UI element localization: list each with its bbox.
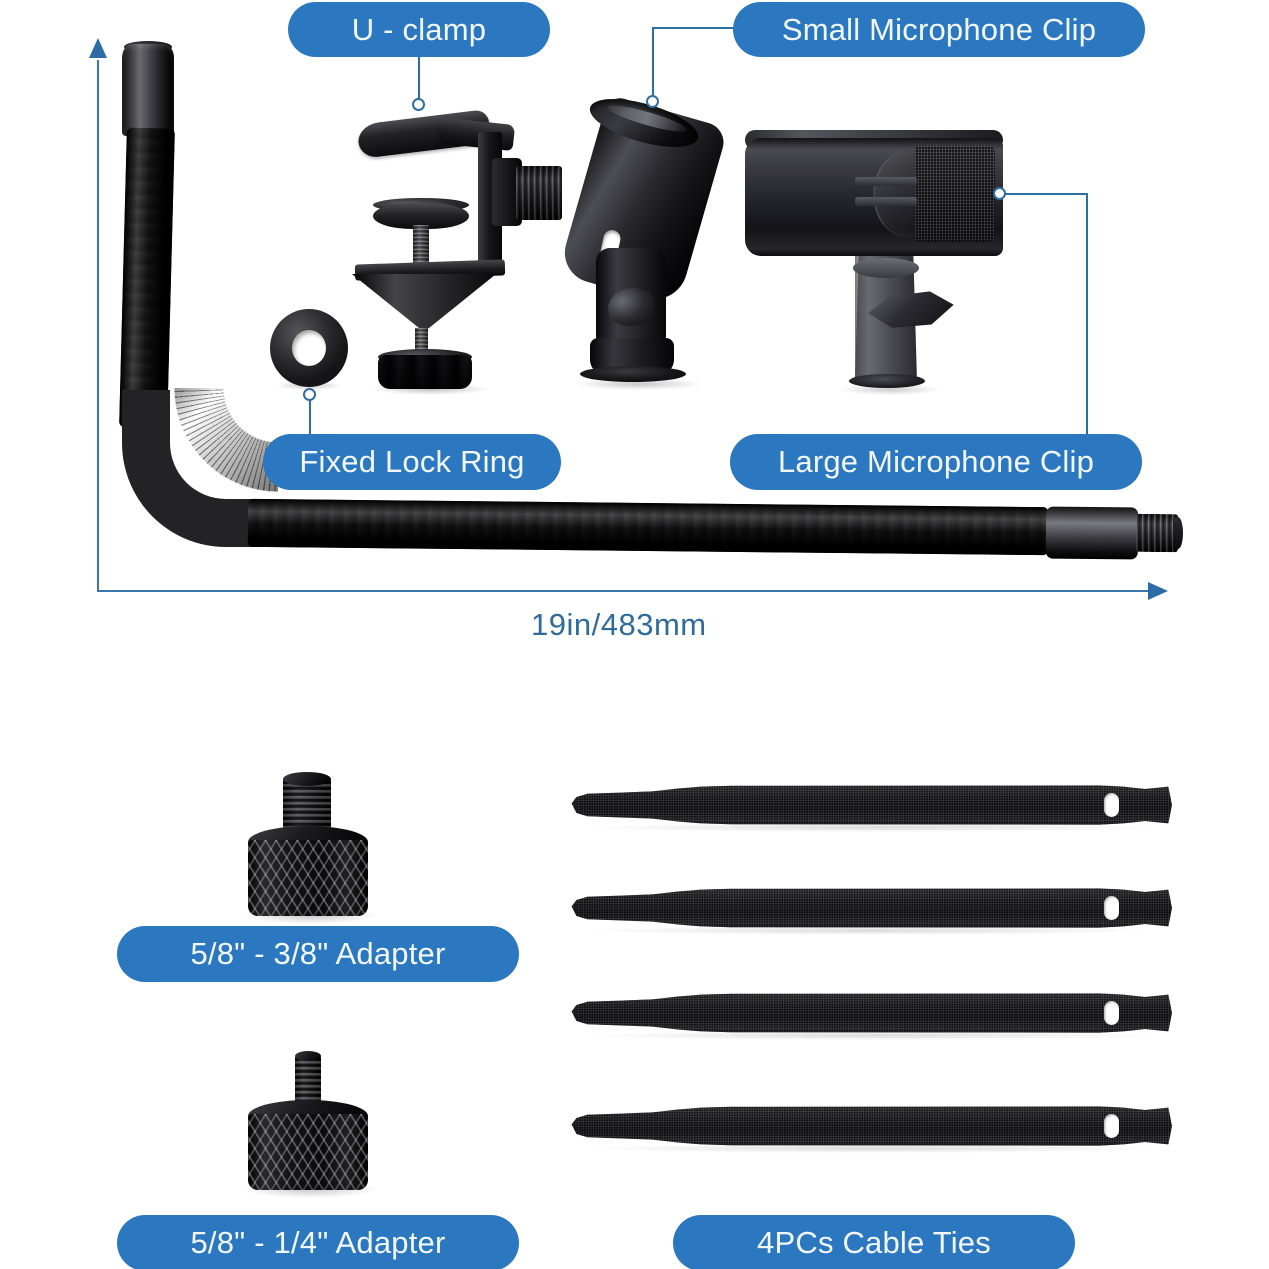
arm-length-dimension: 19in/483mm xyxy=(531,607,707,642)
cable-tie-item xyxy=(568,1106,1172,1153)
cable-tie-slot xyxy=(1104,1001,1119,1025)
gooseneck-vertical-shading xyxy=(119,127,175,429)
large-clip-foot xyxy=(849,374,925,388)
cable-tie-strap xyxy=(571,1106,1172,1146)
u-clamp-pad xyxy=(373,203,469,229)
label-cable-ties-text: 4PCs Cable Ties xyxy=(757,1225,991,1260)
measure-arrow-up-icon xyxy=(89,38,107,58)
cable-tie-strap xyxy=(571,888,1172,928)
vertical-measure-line xyxy=(97,60,99,592)
connector-dot-small-clip xyxy=(646,95,659,108)
u-clamp-upper-screw xyxy=(413,225,429,271)
connector-large-clip-vertical xyxy=(1086,193,1088,436)
connector-small-clip-vertical xyxy=(652,27,654,99)
cable-tie-slot xyxy=(1104,896,1119,920)
label-fixed-lock-ring-text: Fixed Lock Ring xyxy=(299,444,525,479)
label-adapter-14-text: 5/8" - 1/4" Adapter xyxy=(190,1225,446,1260)
label-fixed-lock-ring[interactable]: Fixed Lock Ring xyxy=(263,434,561,490)
u-clamp-knurled-knob xyxy=(378,355,472,389)
cable-tie-shadow xyxy=(586,1144,1154,1153)
label-u-clamp-text: U - clamp xyxy=(351,11,487,47)
large-clip-ridge-2 xyxy=(855,197,917,206)
cable-tie-item xyxy=(568,993,1172,1040)
cable-tie-shadow xyxy=(586,1031,1154,1040)
gooseneck-end-collar xyxy=(1045,506,1139,560)
cable-tie-slot xyxy=(1104,1114,1119,1138)
adapter-38-shadow xyxy=(244,906,376,924)
label-adapter-38-text: 5/8" - 3/8" Adapter xyxy=(190,936,446,971)
gooseneck-threaded-tip xyxy=(1135,513,1179,553)
label-adapter-5-8-to-1-4[interactable]: 5/8" - 1/4" Adapter xyxy=(117,1215,519,1269)
u-clamp-socket-thread xyxy=(516,166,562,220)
label-small-microphone-clip-text: Small Microphone Clip xyxy=(781,11,1097,47)
cable-tie-strap xyxy=(571,785,1172,825)
large-clip-grip-texture xyxy=(915,146,995,242)
label-small-microphone-clip[interactable]: Small Microphone Clip xyxy=(733,2,1145,57)
label-cable-ties[interactable]: 4PCs Cable Ties xyxy=(673,1215,1075,1269)
large-clip-shadow xyxy=(840,384,940,395)
gooseneck-top-cap xyxy=(122,44,174,136)
gooseneck-thread-end-cap xyxy=(1173,517,1183,549)
small-clip-foot xyxy=(580,366,686,382)
connector-small-clip-horizontal xyxy=(652,27,742,29)
cable-tie-slot xyxy=(1104,793,1119,817)
cable-tie-shadow xyxy=(586,823,1154,832)
cable-tie-strap xyxy=(571,993,1172,1033)
label-u-clamp[interactable]: U - clamp xyxy=(288,2,550,57)
label-large-microphone-clip[interactable]: Large Microphone Clip xyxy=(730,434,1142,490)
large-clip-ridge-1 xyxy=(855,177,917,186)
connector-dot-lock-ring xyxy=(303,388,316,401)
connector-u-clamp xyxy=(418,56,420,102)
connector-dot-large-clip xyxy=(993,187,1006,200)
label-adapter-5-8-to-3-8[interactable]: 5/8" - 3/8" Adapter xyxy=(117,926,519,982)
fixed-lock-ring xyxy=(270,309,348,387)
connector-large-clip-horizontal xyxy=(1005,193,1088,195)
adapter-14-shadow xyxy=(244,1180,376,1198)
large-clip-collar xyxy=(853,258,919,278)
cable-tie-item xyxy=(568,888,1172,935)
gooseneck-horizontal-shading xyxy=(247,498,1049,556)
cable-tie-item xyxy=(568,785,1172,832)
adapter-14-knurled-body xyxy=(248,1114,368,1190)
measure-arrow-right-icon xyxy=(1148,582,1168,600)
horizontal-measure-line xyxy=(97,590,1160,592)
small-clip-shadow xyxy=(576,378,702,390)
adapter-38-knurled-body xyxy=(248,840,368,916)
connector-lock-ring xyxy=(309,400,311,436)
connector-dot-u-clamp xyxy=(412,98,425,111)
adapter-38-post-cap xyxy=(283,772,331,786)
label-large-microphone-clip-text: Large Microphone Clip xyxy=(777,444,1095,479)
adapter-14-post-cap xyxy=(295,1051,321,1061)
cable-tie-shadow xyxy=(586,926,1154,935)
